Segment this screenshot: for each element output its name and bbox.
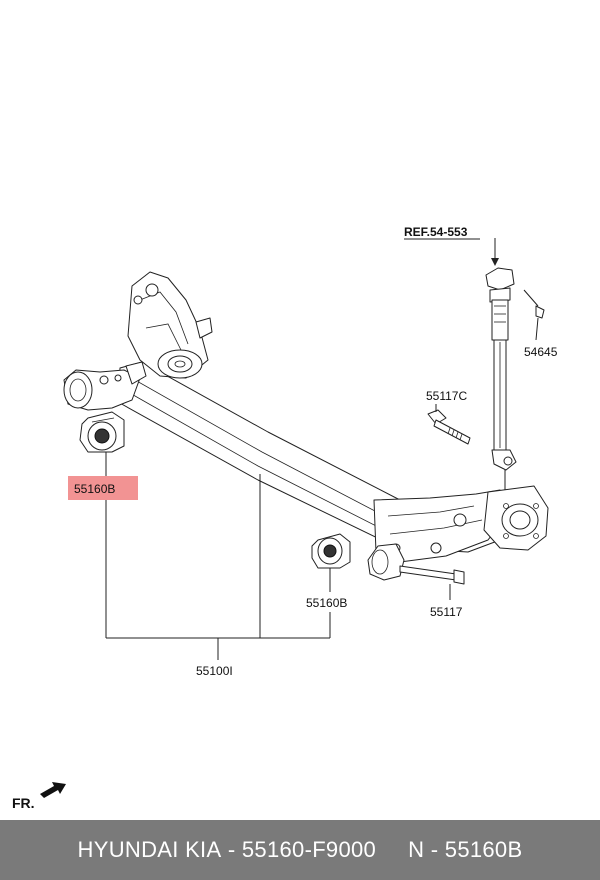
bushing-55160b-right [311,533,351,569]
direction-label: FR. [12,795,35,811]
footer-separator: - [221,837,242,862]
bolt-55117c [427,404,471,445]
bolt-55117 [399,565,465,600]
footer-ref-code: N - 55160B [408,837,523,862]
label-54645[interactable]: 54645 [524,345,558,359]
bolt-54645 [523,289,545,341]
bushing-55160b-left [79,411,125,453]
highlight-box [68,476,138,500]
shock-absorber [485,238,517,500]
leader-lines [105,452,331,660]
label-55100i[interactable]: 55100I [196,664,233,678]
footer-gap [376,837,408,863]
footer-text: HYUNDAI KIA - 55160-F9000 N - 55160B [78,837,523,863]
footer-bar: HYUNDAI KIA - 55160-F9000 N - 55160B [0,820,600,880]
label-55160b-right[interactable]: 55160B [306,596,347,610]
footer-brand: HYUNDAI KIA [77,837,222,862]
torsion-beam [63,271,549,581]
parts-diagram: REF.54-553 54645 55117C 55160B 55160B 55… [12,225,558,811]
footer-part-number: 55160-F9000 [241,837,377,862]
fr-arrow-icon [40,782,66,798]
ref-label[interactable]: REF.54-553 [404,225,468,239]
label-55117c[interactable]: 55117C [426,389,467,403]
label-55117[interactable]: 55117 [430,605,463,619]
label-55160b-left[interactable]: 55160B [74,482,115,496]
